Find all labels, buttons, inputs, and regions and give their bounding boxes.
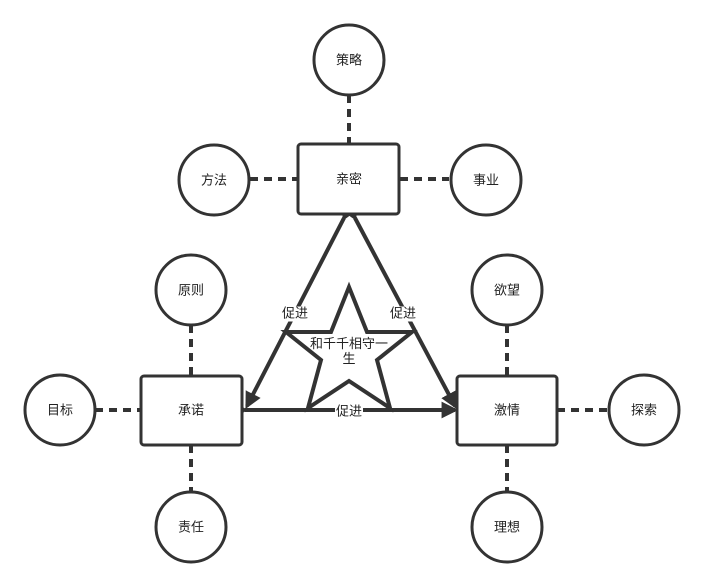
node-goal <box>23 373 97 447</box>
edge-label-bottom: 促进 <box>334 404 364 420</box>
node-career <box>449 143 523 217</box>
label-intimacy: 亲密 <box>335 172 363 188</box>
label-passion: 激情 <box>493 403 521 419</box>
node-commitment <box>139 374 244 447</box>
edge-label-left: 促进 <box>280 306 310 322</box>
node-method <box>177 143 251 217</box>
node-explore <box>607 373 681 447</box>
edge-label-right: 促进 <box>388 306 418 322</box>
node-principle <box>154 253 228 327</box>
node-passion <box>455 374 559 447</box>
node-responsibility <box>154 490 228 564</box>
node-desire <box>470 253 544 327</box>
node-strategy <box>312 23 386 97</box>
label-principle: 原则 <box>177 283 205 299</box>
label-goal: 目标 <box>46 403 74 419</box>
label-career: 事业 <box>472 173 500 189</box>
label-method: 方法 <box>200 173 228 189</box>
node-intimacy <box>296 142 401 216</box>
label-ideal: 理想 <box>493 520 521 536</box>
label-responsibility: 责任 <box>177 520 205 536</box>
label-strategy: 策略 <box>335 53 363 69</box>
label-desire: 欲望 <box>493 283 521 299</box>
center-star <box>280 281 418 413</box>
node-ideal <box>470 490 544 564</box>
label-explore: 探索 <box>630 403 658 419</box>
center-star-label: 和千千相守一生 <box>309 337 388 367</box>
label-commitment: 承诺 <box>177 403 205 419</box>
